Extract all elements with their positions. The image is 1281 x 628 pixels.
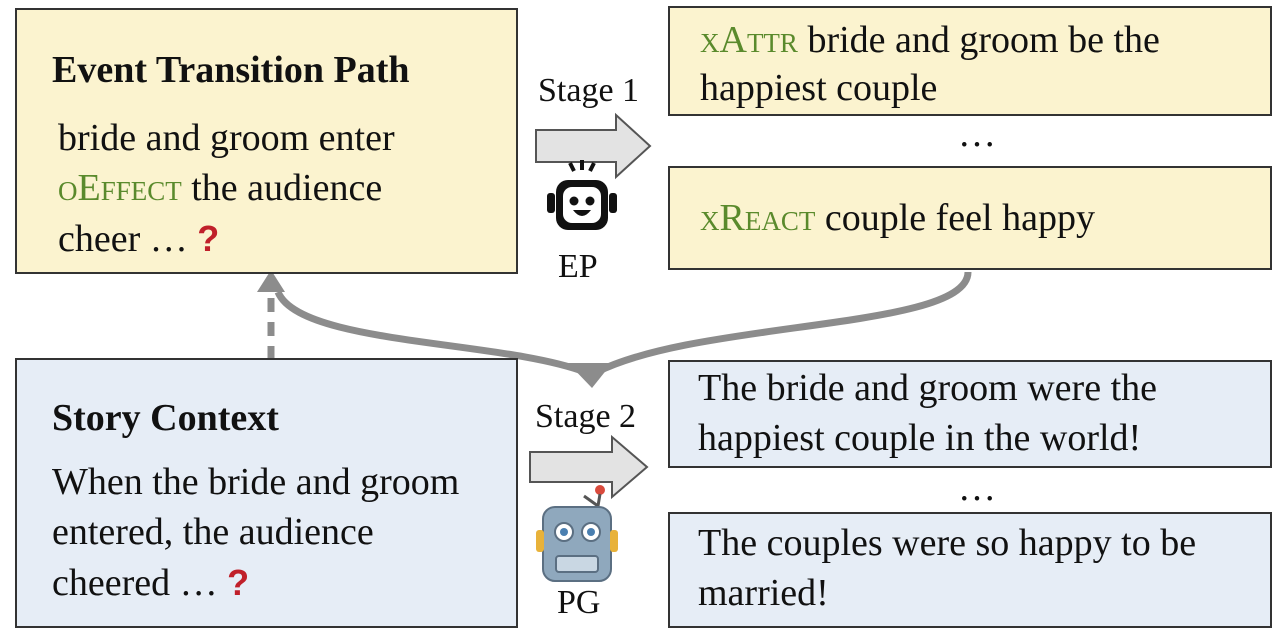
etp-line-3: cheer … ?: [58, 217, 219, 261]
output-box-1: [668, 360, 1272, 468]
output-ellipsis: …: [958, 467, 996, 509]
relation-tag-xattr: xAttr: [700, 19, 798, 61]
stage1-block-arrow: [535, 112, 652, 180]
event-xattr-line-1: xAttr bride and groom be the: [700, 18, 1160, 62]
story-line-3: cheered … ?: [52, 561, 249, 605]
robot-ep-icon: [547, 160, 617, 230]
event-ellipsis: …: [958, 113, 996, 155]
stage2-block-arrow: [529, 434, 649, 500]
curve-from-etp-to-output: [274, 290, 587, 376]
etp-line-2-rest: the audience: [181, 167, 383, 209]
event-transition-path-box: [15, 8, 518, 274]
etp-line-2: oEffect the audience: [58, 166, 382, 210]
question-mark-icon: ?: [197, 218, 220, 259]
relation-tag-oeffect: oEffect: [58, 167, 182, 209]
merge-arrowhead: [568, 363, 612, 388]
output-1-line-2: happiest couple in the world!: [698, 417, 1142, 459]
curve-from-event-to-output: [595, 271, 972, 376]
stage-2-label: Stage 2: [535, 398, 637, 435]
event-xattr-line-2: happiest couple: [700, 67, 938, 109]
event-xattr-text-1: bride and groom be the: [797, 19, 1160, 61]
etp-line-3-text: cheer …: [58, 218, 188, 260]
event-box-xreact: [668, 166, 1272, 270]
story-line-1: When the bride and groom: [52, 461, 460, 503]
etp-line-1: bride and groom enter: [58, 117, 395, 159]
etp-title: Event Transition Path: [52, 49, 410, 91]
story-line-3-text: cheered …: [52, 562, 218, 604]
output-1-line-1: The bride and groom were the: [698, 367, 1157, 409]
question-mark-icon-2: ?: [227, 562, 250, 603]
output-2-line-1: The couples were so happy to be: [698, 522, 1197, 564]
pg-model-label: PG: [557, 584, 601, 621]
output-box-2: [668, 512, 1272, 628]
output-2-line-2: married!: [698, 572, 829, 614]
dashed-arrowhead-up: [257, 270, 285, 292]
stage-1-label: Stage 1: [538, 72, 640, 109]
story-line-2: entered, the audience: [52, 511, 374, 553]
ep-model-label: EP: [558, 248, 598, 285]
event-box-xattr: [668, 6, 1272, 116]
event-xreact-line: xReact couple feel happy: [700, 196, 1095, 240]
event-xreact-text: couple feel happy: [815, 197, 1095, 239]
robot-pg-icon: [536, 485, 618, 582]
story-title: Story Context: [52, 397, 279, 439]
relation-tag-xreact: xReact: [700, 197, 816, 239]
